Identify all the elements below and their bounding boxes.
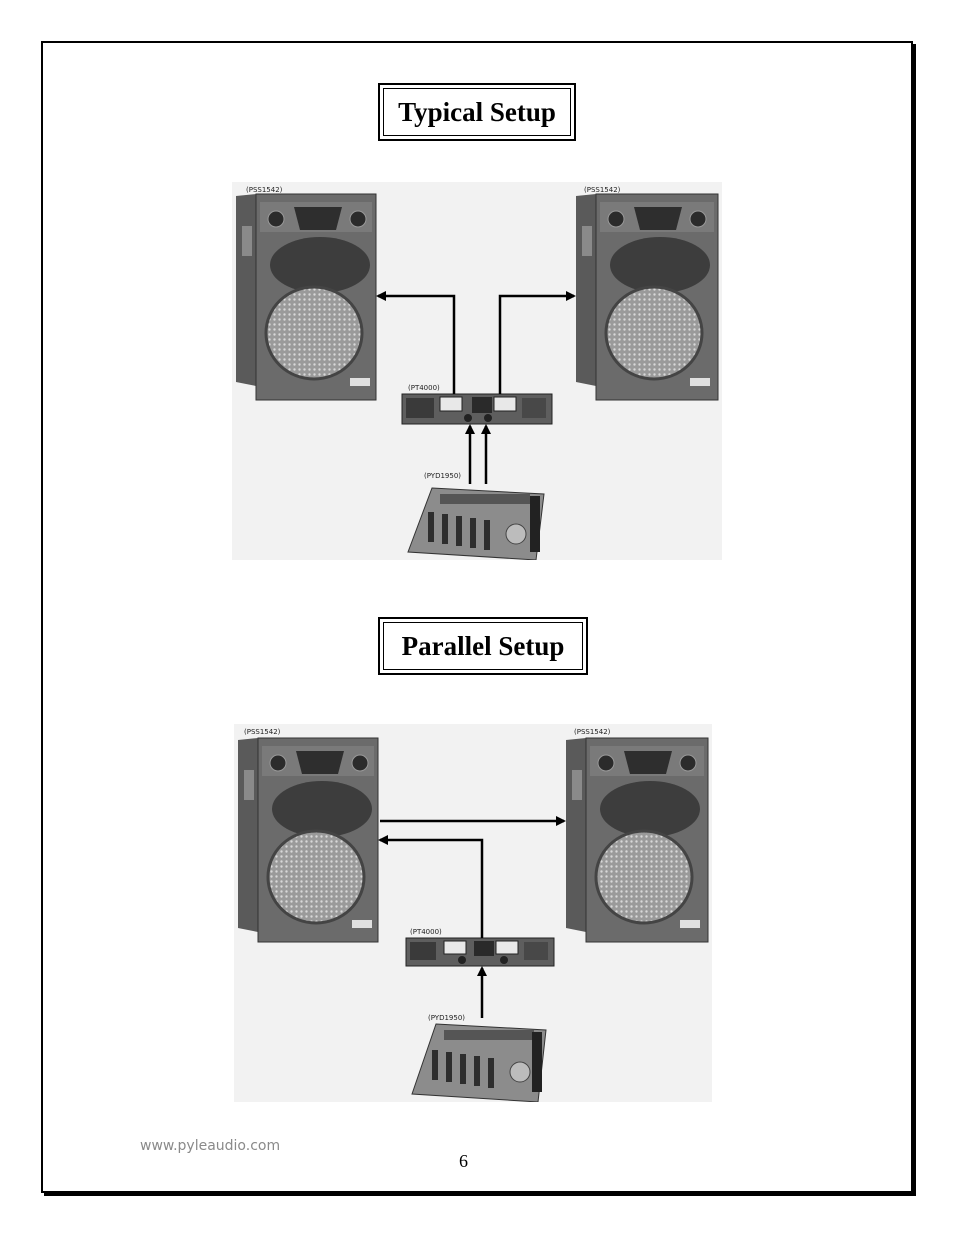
amplifier-label: (PT4000) (408, 384, 440, 392)
amp-to-left-speaker-cable (376, 291, 456, 394)
speaker-right-image (576, 193, 719, 401)
page-frame (41, 41, 913, 1193)
parallel-setup-svg: (PSS1542) (PSS1542) (PT4000) (238, 728, 709, 1102)
mixer-label: (PYD1950) (428, 1014, 465, 1022)
amp-to-right-speaker-cable (498, 291, 576, 394)
amplifier-image (405, 937, 555, 967)
typical-setup-title: Typical Setup (383, 88, 571, 136)
speaker-left-label: (PSS1542) (244, 728, 281, 736)
typical-setup-svg: (PSS1542) (PSS1542) (PT4000) (236, 186, 719, 560)
amplifier-image (401, 393, 553, 425)
speaker-right-label: (PSS1542) (574, 728, 611, 736)
speaker-right-label: (PSS1542) (584, 186, 621, 194)
parallel-setup-heading: Parallel Setup (378, 617, 588, 675)
mixer-image (411, 1023, 547, 1102)
speaker-left-image (236, 193, 377, 401)
speaker-left-label: (PSS1542) (246, 186, 283, 194)
footer-url: www.pyleaudio.com (140, 1138, 281, 1154)
amp-to-left-speaker-cable (378, 835, 484, 938)
speaker-left-image (238, 737, 379, 943)
speaker-right-image (566, 737, 709, 943)
mixer-label: (PYD1950) (424, 472, 461, 480)
typical-setup-heading: Typical Setup (378, 83, 576, 141)
page-number: 6 (459, 1151, 468, 1171)
typical-setup-diagram: (PSS1542) (PSS1542) (PT4000) (232, 182, 722, 560)
amplifier-label: (PT4000) (410, 928, 442, 936)
parallel-setup-diagram: (PSS1542) (PSS1542) (PT4000) (234, 724, 712, 1102)
parallel-setup-title: Parallel Setup (383, 622, 583, 670)
mixer-image (407, 487, 545, 560)
